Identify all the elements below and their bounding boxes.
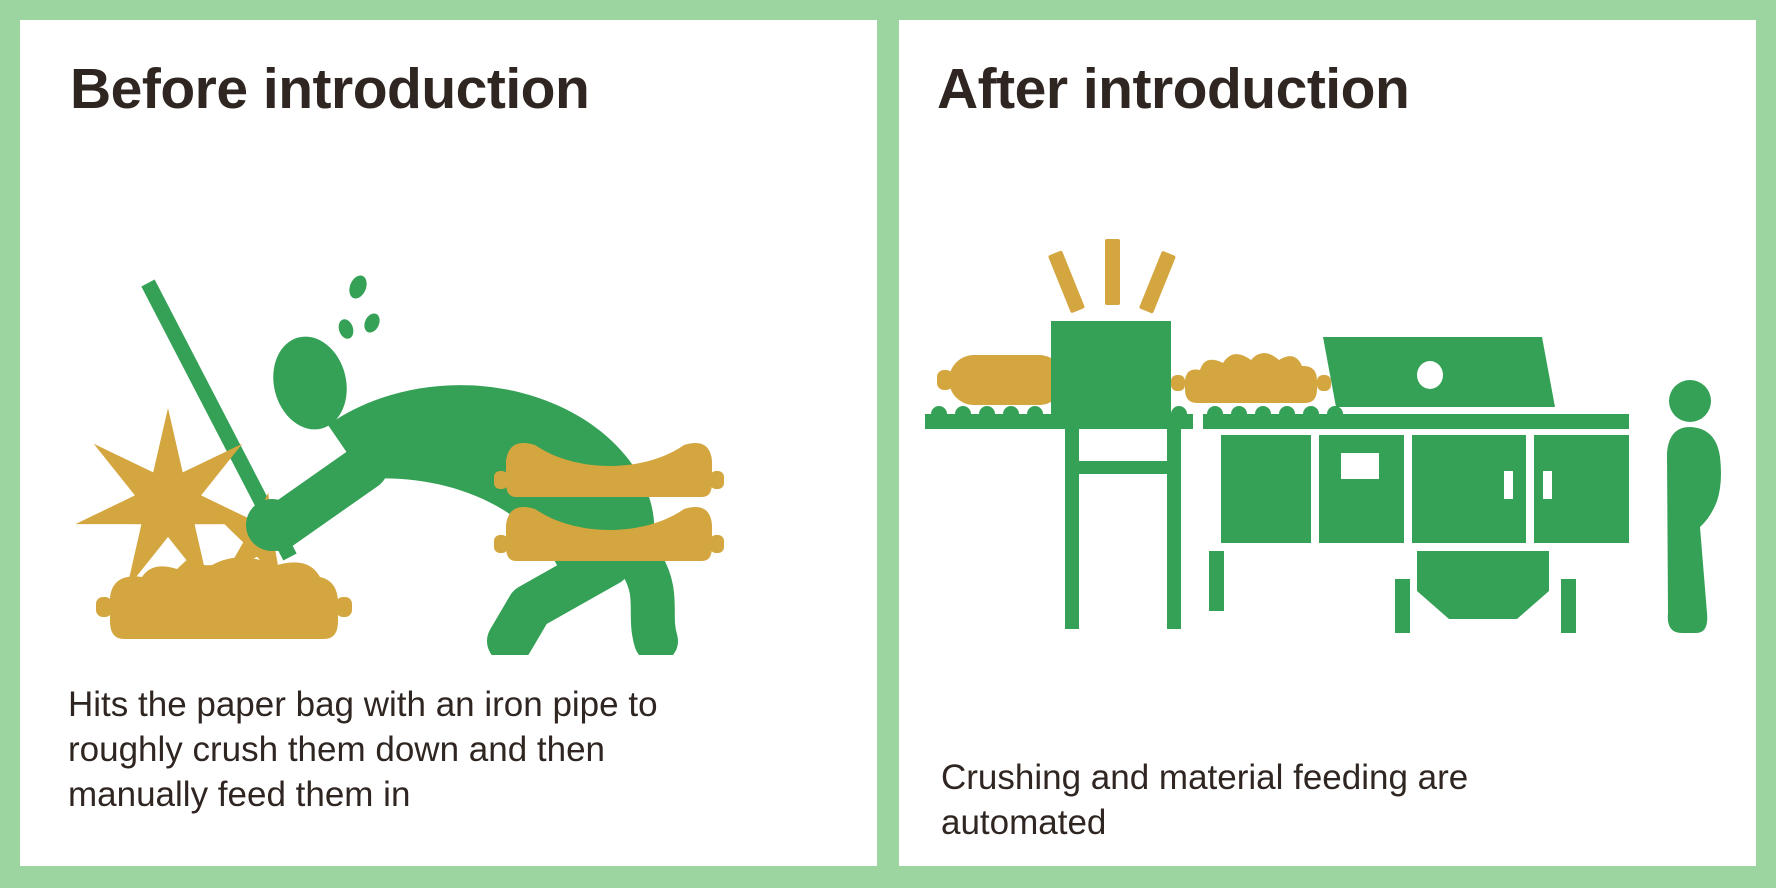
before-panel: Before introduction [20,20,877,866]
alert-rays-icon [1048,239,1176,314]
before-title: Before introduction [70,57,590,121]
infeed-conveyor-icon [925,406,1193,629]
worker-figure-icon [246,336,678,655]
after-description: Crushing and material feeding are automa… [941,758,1469,842]
machine-cabinet-icon [1209,435,1629,611]
intake-box-icon [1051,321,1171,415]
impact-star-large-icon [75,408,261,589]
operator-figure-icon [1667,380,1721,633]
after-panel: After introduction [899,20,1756,866]
machine-hood-icon [1323,337,1555,407]
after-title: After introduction [937,57,1410,121]
discharge-hopper-icon [1395,551,1576,633]
stacked-paper-bags-icon [494,443,724,561]
after-illustration [925,239,1721,633]
crushed-bag-on-conveyor-icon [1171,353,1331,403]
machine-conveyor-icon [1203,406,1629,429]
sweat-drops-icon [338,275,380,339]
crushed-paper-bag-icon [96,555,352,639]
before-description: Hits the paper bag with an iron pipe to … [68,685,658,814]
feed-bag-icon [937,355,1064,405]
before-illustration [75,275,724,655]
